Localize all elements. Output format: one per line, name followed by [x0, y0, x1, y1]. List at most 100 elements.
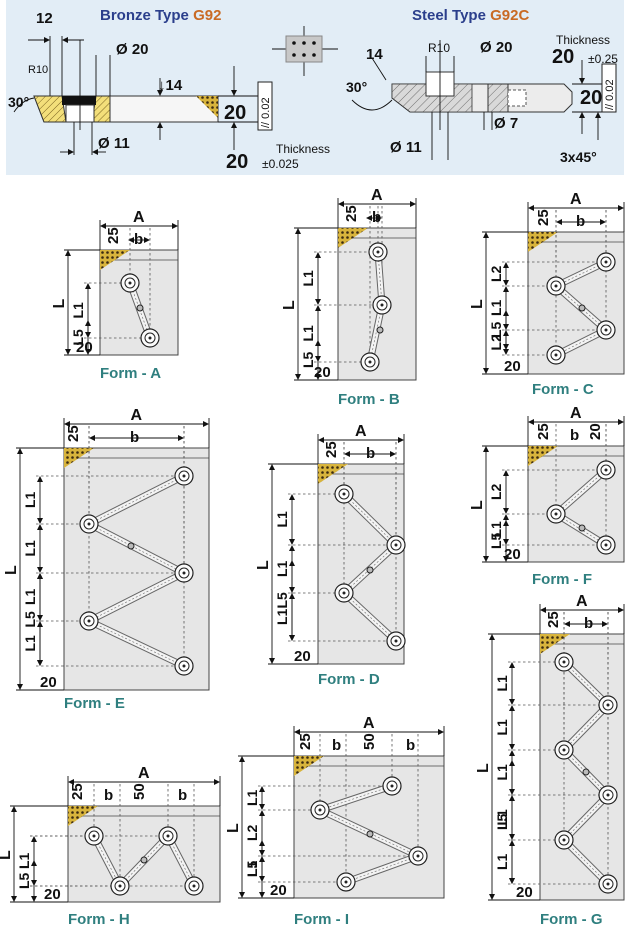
form-g-caption: Form - G [540, 911, 603, 928]
dim-20: 20 [76, 339, 93, 356]
dim-20: 20 [516, 884, 533, 901]
dim-vertical: L5 [16, 872, 32, 889]
dim-vertical: L1 [16, 852, 32, 869]
bronze-thickness-value: 20 [226, 151, 248, 173]
bronze-dim-r10: R10 [28, 64, 48, 76]
bronze-dim-14: ↓14 [158, 77, 183, 94]
dim-vertical: L5 [494, 813, 510, 830]
steel-dim-r10: R10 [428, 41, 450, 55]
bronze-angle-30: 30° [8, 94, 29, 110]
lubricant-pattern [528, 232, 558, 252]
dim-top: b [332, 737, 341, 754]
dim-top: b [366, 445, 375, 462]
dim-vertical: L1 [274, 560, 290, 577]
form-c-caption: Form - C [532, 381, 594, 398]
dim-a: A [371, 187, 383, 204]
dim-top: 25 [343, 205, 360, 222]
dim-l: L [225, 823, 242, 833]
dim-vertical: L1 [70, 302, 86, 319]
steel-type-title: Steel Type G92C [412, 7, 529, 24]
dim-top: b [576, 213, 585, 230]
dim-a: A [138, 765, 150, 782]
dim-20: 20 [44, 886, 61, 903]
form-e-caption: Form - E [64, 695, 125, 712]
dim-top: 50 [131, 783, 148, 800]
form-b-caption: Form - B [338, 391, 400, 408]
steel-thickness-value: 20 [552, 46, 574, 68]
dim-vertical: L1 [494, 853, 510, 870]
bronze-dim-12: 12 [36, 10, 53, 27]
steel-thickness-tolerance: ±0.25 [588, 52, 618, 66]
steel-dim-20: 20 [580, 87, 602, 109]
dim-l: L [281, 300, 298, 310]
form-d-caption: Form - D [318, 671, 380, 688]
dim-vertical: L1 [300, 325, 316, 342]
dim-top: 25 [65, 425, 82, 442]
dim-top: 25 [297, 733, 314, 750]
dim-top: 25 [105, 227, 122, 244]
dim-vertical: L1 [494, 719, 510, 736]
steel-angle-30: 30° [346, 79, 367, 95]
steel-dim-14: 14 [366, 46, 383, 63]
steel-chamfer: 3x45° [560, 149, 597, 165]
bronze-thickness-label: Thickness [276, 142, 330, 156]
dim-top: b [130, 429, 139, 446]
form-i-caption: Form - I [294, 911, 349, 928]
dim-l: L [51, 299, 68, 309]
lubricant-pattern [294, 756, 324, 776]
dim-top: b [584, 615, 593, 632]
lubricant-pattern [528, 446, 558, 466]
dim-vertical: L1 [274, 608, 290, 625]
dim-vertical: L2 [488, 265, 504, 282]
dim-20: 20 [314, 364, 331, 381]
dim-top: b [372, 209, 381, 226]
form-h-drawing: A25b50bLL1L520Form - H [0, 765, 221, 928]
dim-vertical: L1 [244, 789, 260, 806]
dim-vertical: L5 [274, 592, 290, 609]
dim-vertical: L1 [22, 540, 38, 557]
dim-l: L [0, 850, 14, 860]
lubricant-pattern [540, 634, 570, 654]
steel-dim-dia20: Ø 20 [480, 39, 513, 56]
dim-vertical: L1 [494, 809, 510, 826]
dim-top: 20 [587, 423, 604, 440]
bronze-type-title: Bronze Type G92 [100, 7, 221, 24]
dim-vertical: L5 [300, 351, 316, 368]
dim-vertical: L1 [488, 521, 504, 538]
dim-a: A [570, 191, 582, 208]
dim-vertical: L1 [300, 270, 316, 287]
dim-l: L [469, 299, 486, 309]
dim-vertical: L2 [488, 334, 504, 351]
plug [376, 326, 384, 334]
dim-top: b [178, 787, 187, 804]
lubricant-pattern [68, 806, 98, 826]
dim-top: b [570, 427, 579, 444]
dim-vertical: L1 [244, 860, 260, 877]
dim-20: 20 [504, 358, 521, 375]
dim-vertical: L1 [494, 764, 510, 781]
bronze-thickness-tolerance: ±0.025 [262, 157, 299, 171]
steel-thickness-label: Thickness [556, 33, 610, 47]
dim-top: b [104, 787, 113, 804]
dim-vertical: L5 [244, 860, 260, 877]
dim-vertical: L2 [244, 824, 260, 841]
steel-dim-dia11: Ø 11 [390, 139, 422, 156]
dim-vertical: L5 [22, 611, 38, 628]
plug [140, 856, 148, 864]
form-h-caption: Form - H [68, 911, 130, 928]
lubricant-pattern [100, 250, 130, 270]
plug [127, 542, 135, 550]
dim-a: A [133, 209, 145, 226]
dim-vertical: L1 [494, 675, 510, 692]
dim-vertical: L1 [488, 299, 504, 316]
dim-vertical: L1 [22, 588, 38, 605]
plug [136, 304, 144, 312]
dim-a: A [355, 423, 367, 440]
